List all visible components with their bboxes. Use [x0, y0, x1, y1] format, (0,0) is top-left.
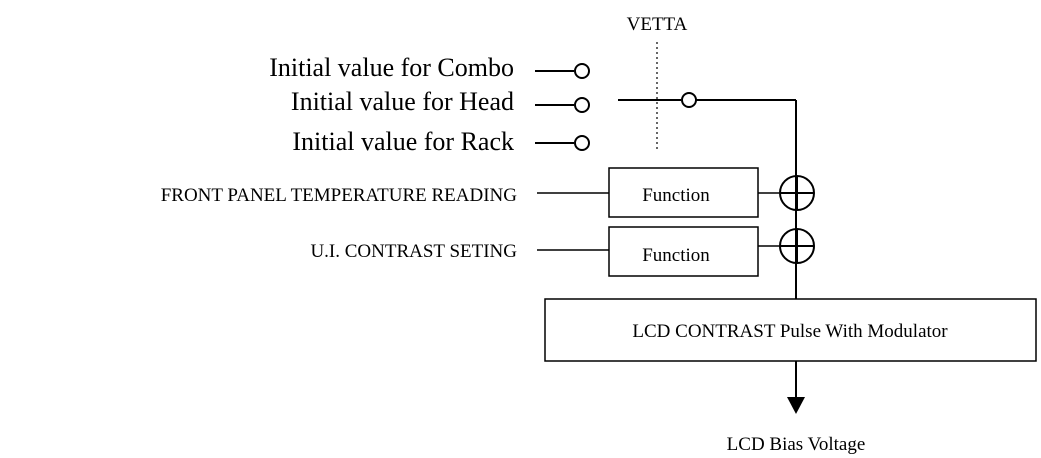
summing-junction-icon: [779, 175, 815, 211]
pwm-modulator-label: LCD CONTRAST Pulse With Modulator: [632, 321, 948, 342]
pwm-modulator-box: [544, 298, 1037, 362]
arrow-down-icon: [787, 397, 805, 414]
output-label: LCD Bias Voltage: [727, 434, 866, 455]
summing-junction-icon: [779, 228, 815, 264]
contrast-function-label: Function: [642, 245, 710, 266]
input-head-terminal: [574, 97, 590, 113]
switch-contact-icon: [681, 92, 697, 108]
input-combo-terminal: [574, 63, 590, 79]
input-combo-label: Initial value for Combo: [269, 53, 514, 82]
contrast-function-box: [608, 226, 759, 277]
input-rack-label: Initial value for Rack: [292, 127, 514, 156]
switch-label: VETTA: [627, 14, 688, 35]
input-rack-terminal: [574, 135, 590, 151]
temperature-input-label: FRONT PANEL TEMPERATURE READING: [161, 185, 518, 206]
temperature-function-label: Function: [642, 185, 710, 206]
contrast-input-label: U.I. CONTRAST SETING: [310, 241, 517, 262]
input-head-label: Initial value for Head: [291, 87, 514, 116]
